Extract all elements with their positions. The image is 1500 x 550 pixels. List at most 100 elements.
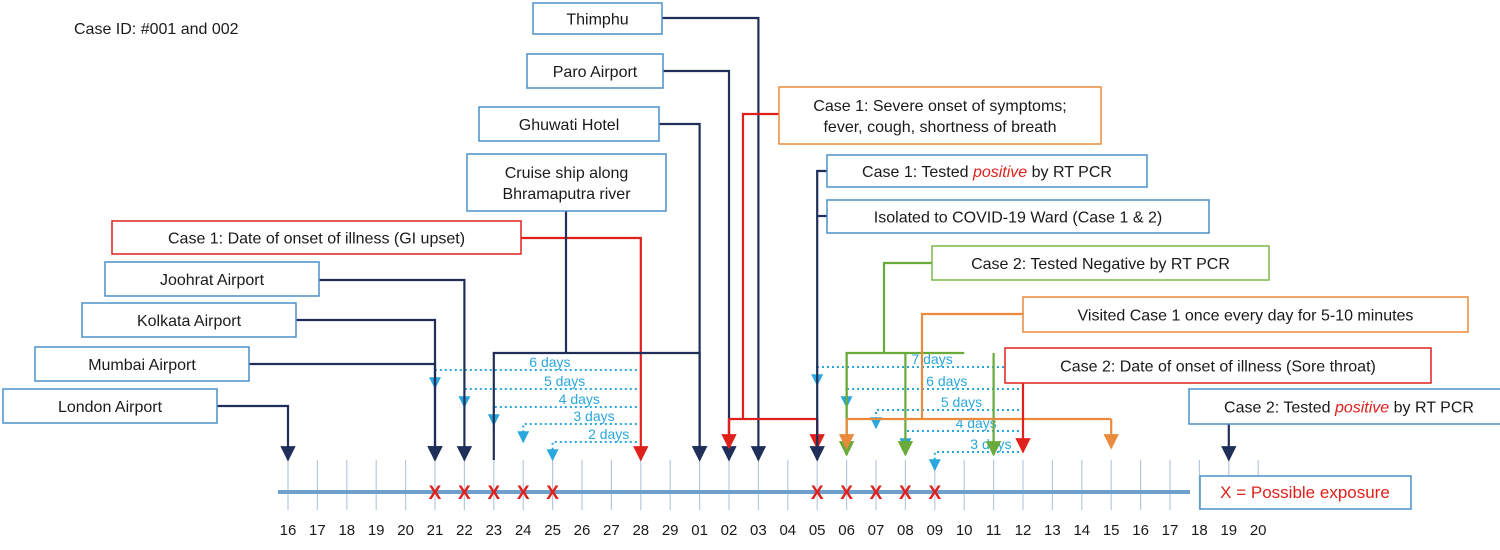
event-case1-severe: Case 1: Severe onset of symptoms;fever, … [778,86,1102,145]
event-label: Visited Case 1 once every day for 5-10 m… [1078,308,1414,325]
event-thimphu: Thimphu [532,2,663,35]
event-label-part: Case 2: Tested [1224,400,1335,417]
event-label-part: Isolated to COVID-19 Ward (Case 1 & 2) [874,210,1162,227]
interval-line [546,441,637,462]
exposure-mark: X [487,483,500,504]
interval-label: 3 days [573,408,614,424]
exposure-mark: X [429,483,442,504]
event-box [81,302,297,338]
interval-line [487,406,637,427]
event-label-part: Joohrat Airport [160,272,265,289]
day-label: 13 [1044,522,1061,539]
event-label-part: Mumbai Airport [88,357,196,374]
event-box [104,261,320,297]
incubation-interval: 5 days [458,373,637,409]
interval-label: 3 days [970,436,1011,452]
connector-visited-stem [920,312,1023,419]
event-box [478,106,660,142]
exposure-mark: X [517,483,530,504]
event-box [1022,296,1469,333]
event-case2-onset-sore: Case 2: Date of onset of illness (Sore t… [1004,347,1432,384]
connector-case1-severe-stem [741,112,779,419]
exposure-mark: X [546,483,559,504]
event-label-part: Thimphu [566,12,628,29]
day-label: 16 [1132,522,1149,539]
interval-label: 4 days [559,391,600,407]
day-label: 12 [1015,522,1032,539]
event-label: Case 1: Tested positive by RT PCR [862,164,1112,181]
event-visited-case1: Visited Case 1 once every day for 5-10 m… [1022,296,1469,333]
day-label: 27 [603,522,620,539]
day-label: 18 [1191,522,1208,539]
event-label: Ghuwati Hotel [519,117,620,134]
event-box [1004,347,1432,384]
event-ghuwati-hotel: Ghuwati Hotel [478,106,660,142]
event-label: London Airport [58,399,163,416]
event-box [466,153,667,212]
event-label: Case 2: Tested positive by RT PCR [1224,400,1474,417]
event-label: Joohrat Airport [160,272,265,289]
event-box [1188,388,1500,425]
event-label: Case 2: Tested Negative by RT PCR [971,256,1230,273]
day-label: 09 [926,522,943,539]
day-label: 05 [809,522,826,539]
exposure-mark: X [899,483,912,504]
interval-label: 2 days [588,426,629,442]
incubation-interval: 3 days [517,408,637,444]
day-label: 07 [868,522,885,539]
day-label: 01 [691,522,708,539]
event-case1-positive: Case 1: Tested positive by RT PCR [826,154,1148,188]
event-box [34,346,250,382]
day-label: 17 [309,522,326,539]
event-label: fever, cough, shortness of breath [823,119,1056,136]
event-label: Case 1: Date of onset of illness (GI ups… [168,231,465,248]
connector-cruise-ship-bracket [492,351,708,462]
event-label: Kolkata Airport [137,313,242,330]
exposure-legend-label: X = Possible exposure [1220,483,1390,502]
event-mumbai-airport: Mumbai Airport [34,346,250,382]
connector-case1-severe-bar [727,417,819,446]
event-box [778,86,1102,145]
day-label: 23 [485,522,502,539]
day-label: 26 [574,522,591,539]
day-label: 17 [1162,522,1179,539]
day-label: 03 [750,522,767,539]
interval-label: 6 days [926,373,967,389]
incubation-interval: 5 days [870,394,1019,430]
connector-case1-positive [809,169,827,462]
event-london-airport: London Airport [2,388,218,424]
event-box [826,199,1210,234]
exposure-mark: X [870,483,883,504]
event-box [931,245,1270,281]
exposure-mark: X [458,483,471,504]
event-kolkata-airport: Kolkata Airport [81,302,297,338]
exposure-mark: X [840,483,853,504]
day-label: 20 [397,522,414,539]
connector-case2-negative-stem [882,261,932,353]
day-label: 10 [956,522,973,539]
connector-joohrat-airport [319,278,473,462]
day-label: 20 [1250,522,1267,539]
case-id-label: Case ID: #001 and 002 [74,21,239,38]
day-label: 04 [779,522,796,539]
connector-ghuwati-hotel [659,122,708,462]
day-label: 22 [456,522,473,539]
event-label-part: Case 2: Tested Negative by RT PCR [971,256,1230,273]
incubation-interval: 4 days [487,391,637,427]
event-label-part: Case 1: Tested [862,164,973,181]
exposure-mark: X [811,483,824,504]
event-box [826,154,1148,188]
connector-london-airport [217,404,296,462]
event-label: Cruise ship along [505,165,629,182]
event-case2-negative: Case 2: Tested Negative by RT PCR [931,245,1270,281]
day-label: 18 [338,522,355,539]
event-label-part: Paro Airport [553,64,638,81]
connector-thimphu [662,16,767,462]
connector-case1-onset-gi [521,236,649,462]
incubation-interval: 2 days [546,426,637,462]
event-joohrat-airport: Joohrat Airport [104,261,320,297]
event-label: Mumbai Airport [88,357,196,374]
day-label: 16 [280,522,297,539]
